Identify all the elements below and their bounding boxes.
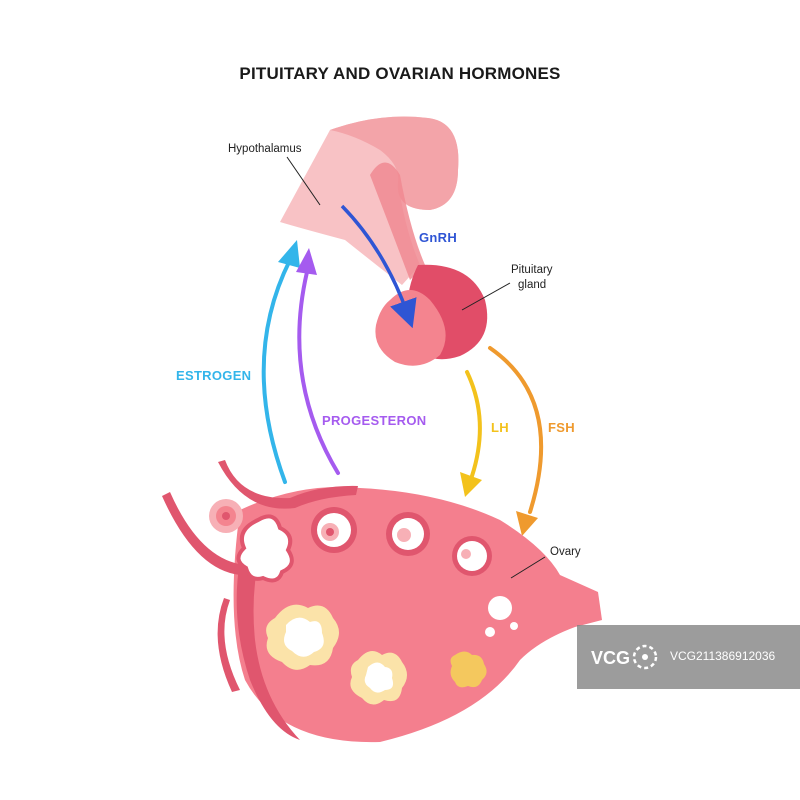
corpus-luteum-shapes	[266, 604, 487, 705]
follicle-shapes	[311, 507, 518, 637]
watermark-logo: VCG	[591, 644, 658, 670]
fsh-label: FSH	[548, 420, 575, 435]
estrogen-arrow	[261, 240, 300, 484]
fsh-arrow	[488, 346, 544, 536]
hypothalamus-shape	[280, 116, 459, 285]
hypothalamus-label: Hypothalamus	[228, 143, 302, 155]
lh-arrow	[460, 370, 482, 497]
ruptured-follicle-shape	[236, 514, 294, 583]
svg-text:VCG: VCG	[591, 648, 630, 668]
watermark-text: VCG211386912036	[670, 649, 776, 663]
estrogen-label: ESTROGEN	[176, 368, 252, 383]
progesteron-arrow	[296, 248, 340, 475]
lh-label: LH	[491, 420, 509, 435]
ovary-label: Ovary	[550, 546, 581, 558]
pituitary-leader-line	[461, 282, 511, 311]
primordial-follicle-shape	[209, 499, 243, 533]
watermark: VCG VCG211386912036	[577, 625, 800, 689]
ovary-leader-line	[510, 556, 546, 579]
pituitary-label-line2: gland	[518, 279, 547, 291]
gnrh-label: GnRH	[419, 230, 458, 245]
gnrh-arrow	[340, 204, 417, 329]
hypothalamus-leader-line	[286, 156, 321, 206]
page-title: PITUITARY AND OVARIAN HORMONES	[239, 64, 561, 83]
pituitary-label-line1: Pituitary	[511, 264, 553, 276]
progesteron-label: PROGESTERON	[322, 413, 427, 428]
